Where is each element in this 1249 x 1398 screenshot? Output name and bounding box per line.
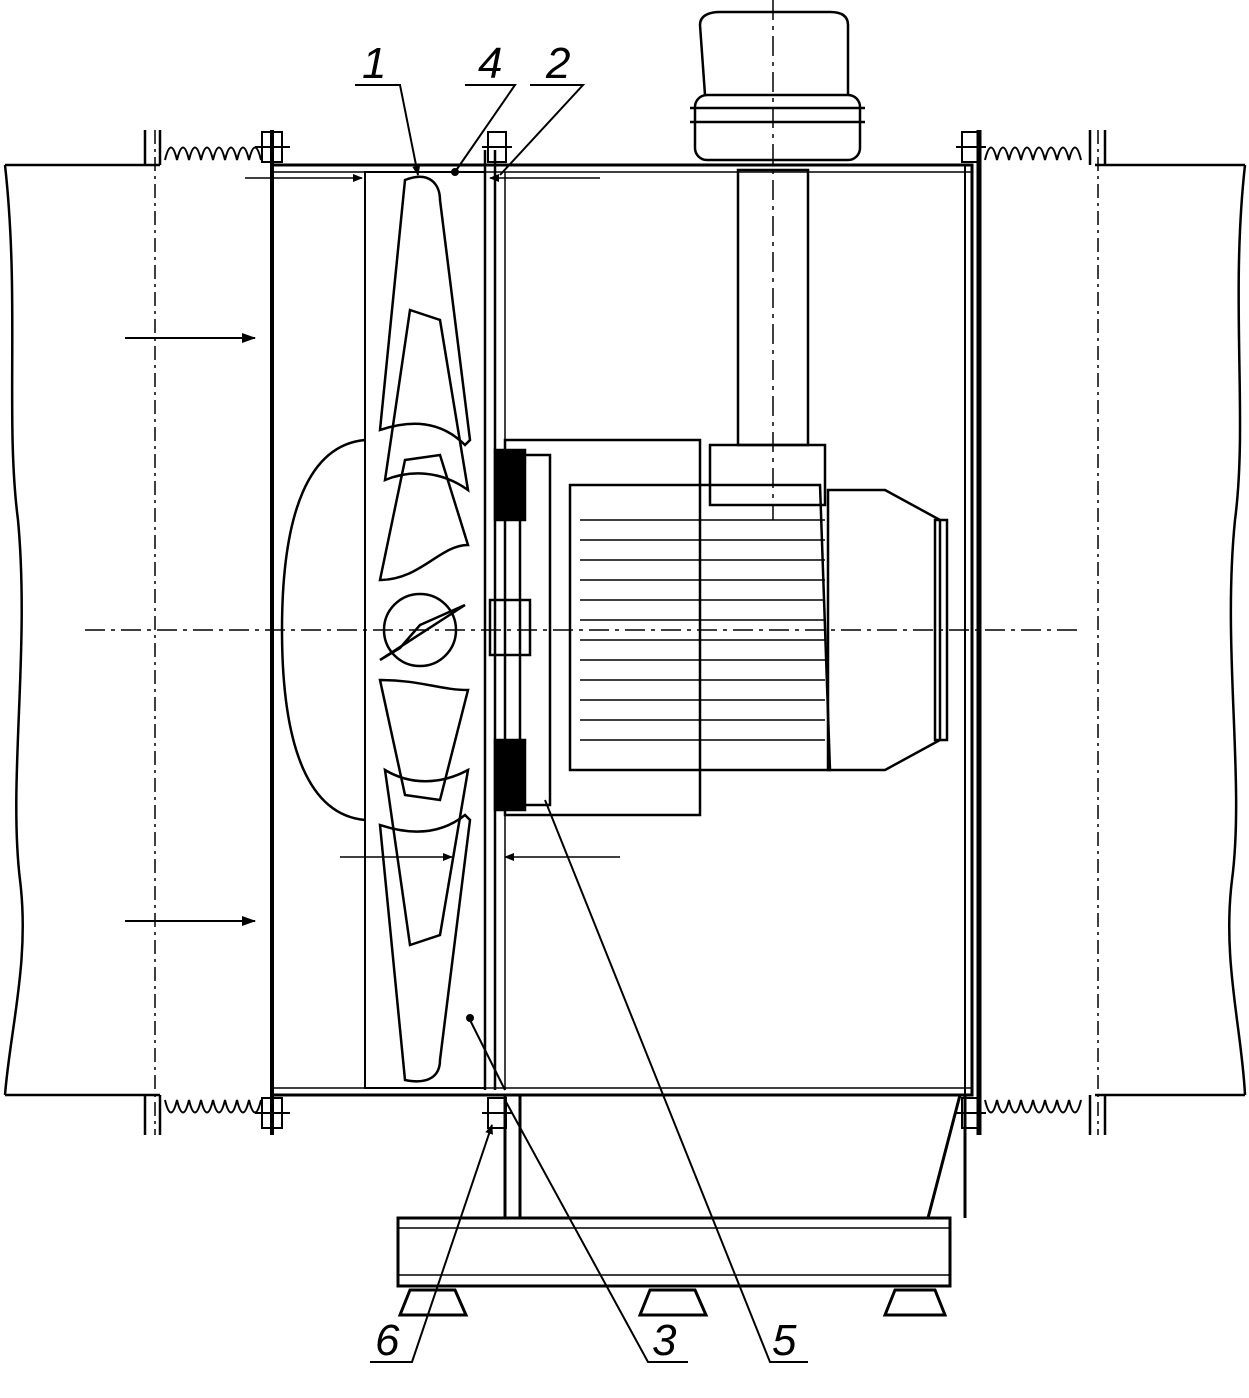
motor-mount-bracket — [488, 438, 702, 817]
flange-bolts — [255, 131, 986, 1129]
callout-label-6: 6 — [375, 1316, 400, 1365]
electric-motor — [568, 10, 949, 772]
callout-label-5: 5 — [772, 1316, 797, 1365]
airflow-arrows — [125, 333, 256, 926]
base-frame — [396, 1094, 967, 1317]
outlet-duct — [1088, 130, 1247, 1135]
callout-label-1: 1 — [362, 39, 386, 88]
callout-label-2: 2 — [545, 39, 570, 88]
centre-lines — [85, 0, 1080, 631]
callout-leaders — [355, 84, 808, 1363]
guide-baffle — [483, 150, 506, 1090]
inlet-duct — [3, 130, 162, 1135]
gap-dimension-arrows — [245, 174, 620, 861]
fan-casing — [270, 130, 982, 1135]
impeller-blades — [378, 175, 472, 1083]
callout-label-3: 3 — [652, 1316, 677, 1365]
callout-label-4: 4 — [478, 39, 502, 88]
flexible-connector-bellows — [164, 146, 1082, 1114]
